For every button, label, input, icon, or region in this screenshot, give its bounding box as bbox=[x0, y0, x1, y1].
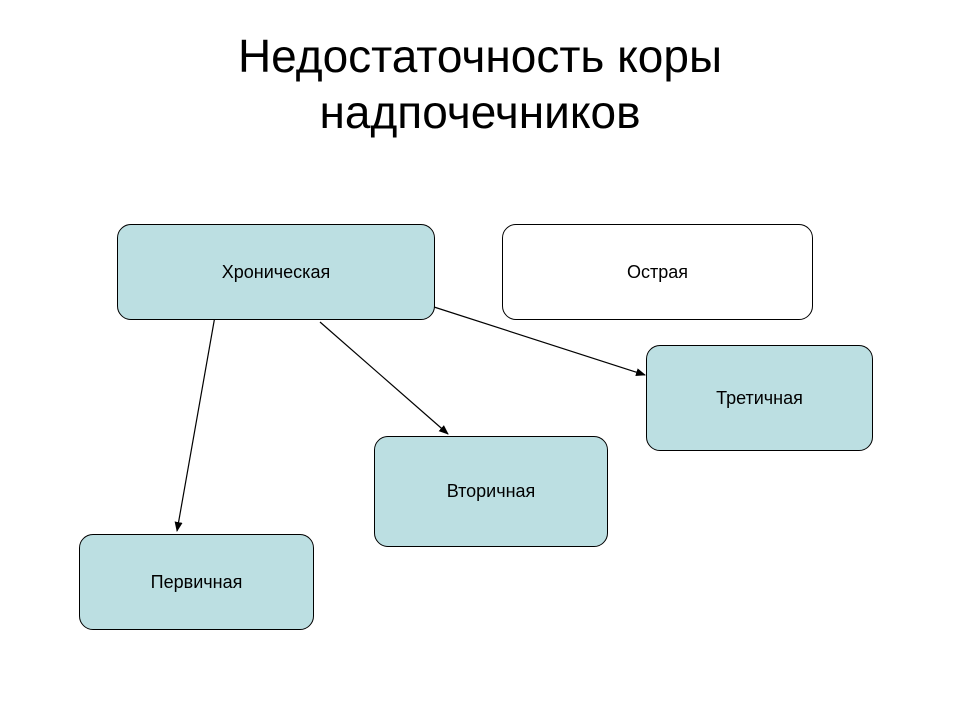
title-line-2: надпочечников bbox=[319, 86, 641, 138]
arrow-chronic-to-secondary bbox=[319, 321, 449, 435]
node-acute: Острая bbox=[502, 224, 813, 320]
node-tertiary: Третичная bbox=[646, 345, 873, 451]
node-acute-label: Острая bbox=[626, 261, 688, 282]
page-title: Недостаточность коры надпочечников bbox=[80, 28, 880, 140]
node-chronic: Хроническая bbox=[117, 224, 435, 320]
node-secondary: Вторичная bbox=[374, 436, 608, 547]
node-tertiary-label: Третичная bbox=[716, 387, 803, 408]
node-primary: Первичная bbox=[79, 534, 314, 630]
arrow-chronic-to-tertiary bbox=[433, 306, 646, 377]
node-secondary-label: Вторичная bbox=[446, 481, 536, 501]
title-line-1: Недостаточность коры bbox=[237, 30, 723, 82]
node-chronic-label: Хроническая bbox=[221, 261, 331, 282]
arrow-chronic-to-primary bbox=[174, 315, 216, 532]
node-primary-label: Первичная bbox=[150, 571, 243, 592]
